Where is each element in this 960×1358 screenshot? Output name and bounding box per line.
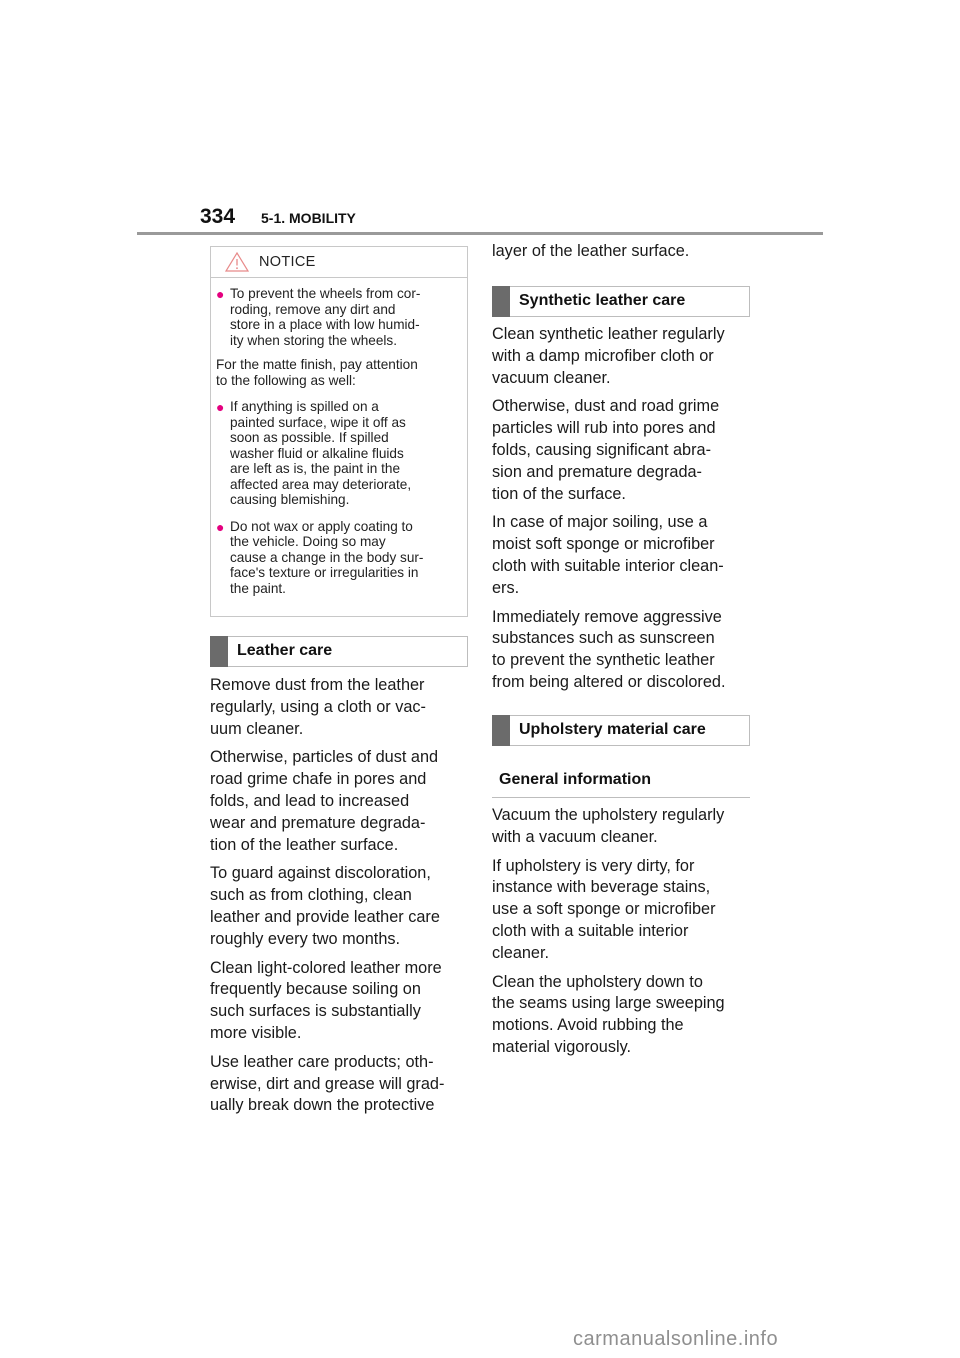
bullet-dot-icon: ● [216,518,225,535]
header-divider [137,232,823,235]
paragraph: layer of the leather surface. [492,242,690,260]
paragraph: Otherwise, dust and road grime particles… [492,397,720,503]
notice-box: NOTICE ● To prevent the wheels from cor-… [210,246,468,617]
heading-tab [492,286,510,317]
paragraph: Clean synthetic leather regularly with a… [492,325,725,387]
page-number: 334 [200,205,236,228]
leather-body: Remove dust from the leather regularly, … [210,675,472,1124]
paragraph: To guard against discoloration, such as … [210,864,440,948]
leather-body-continued: layer of the leather surface. [492,241,754,270]
heading-tab [210,636,228,667]
warning-triangle-icon [225,252,249,272]
paragraph: Clean the upholstery down to the seams u… [492,972,725,1056]
notice-title: NOTICE [259,254,316,270]
section-heading-leather: Leather care [210,636,468,667]
paragraph: Otherwise, particles of dust and road gr… [210,748,439,854]
notice-bullet: ● Do not wax or apply coating to the veh… [216,518,424,596]
notice-body: ● To prevent the wheels from cor- roding… [211,278,467,596]
subheading-general-information: General information [492,766,750,798]
paragraph: If upholstery is very dirty, for instanc… [492,856,716,962]
notice-bullet: ● To prevent the wheels from cor- roding… [216,286,421,348]
paragraph: Vacuum the upholstery regularly with a v… [492,806,725,846]
bullet-dot-icon: ● [216,399,225,415]
watermark: carmanualsonline.info [573,1328,779,1350]
notice-header: NOTICE [211,247,467,278]
paragraph: In case of major soiling, use a moist so… [492,513,724,597]
section-heading-synthetic: Synthetic leather care [492,286,750,317]
bullet-dot-icon: ● [216,286,225,302]
paragraph: Clean light-colored leather more frequen… [210,958,442,1042]
paragraph: Immediately remove aggressive substances… [492,607,726,691]
synthetic-body: Clean synthetic leather regularly with a… [492,324,754,701]
heading-tab [492,715,510,746]
paragraph: Use leather care products; oth- erwise, … [210,1052,445,1115]
notice-bullet: ● If anything is spilled on a painted su… [216,399,412,507]
section-title: 5-1. MOBILITY [261,210,356,226]
notice-intro: For the matte finish, pay attention to t… [216,357,418,388]
upholstery-body: Vacuum the upholstery regularly with a v… [492,805,754,1066]
section-heading-upholstery: Upholstery material care [492,715,750,746]
paragraph: Remove dust from the leather regularly, … [210,676,426,738]
